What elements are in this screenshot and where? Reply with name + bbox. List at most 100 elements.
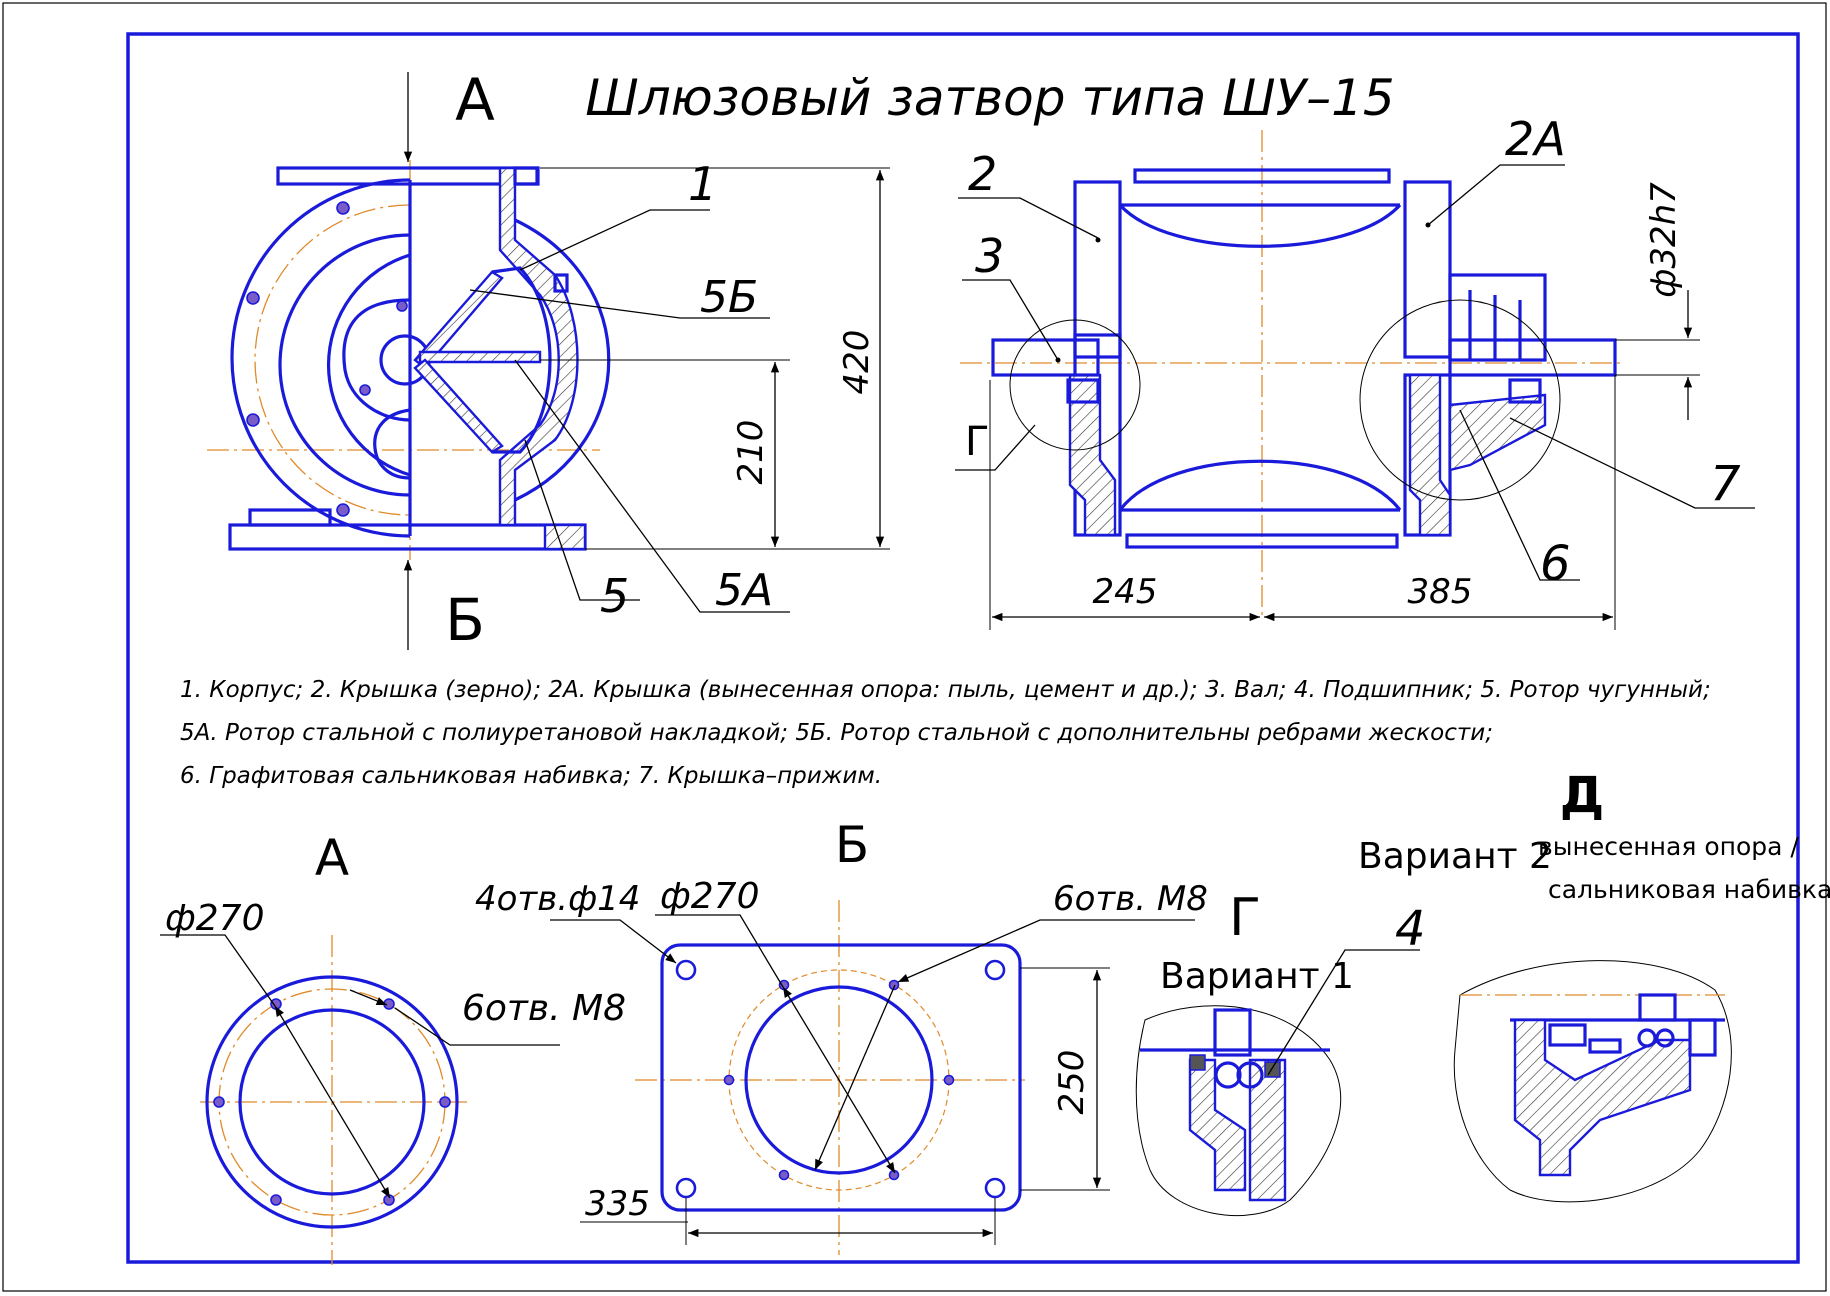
view-label-a-top: А [455,66,495,134]
callout-4: 4 [1395,901,1426,957]
dim-phi32h7: ф32h7 [1644,182,1684,298]
view-a-bolt [213,1096,225,1108]
detail-g-hatched-right [1248,1058,1287,1202]
leader-3-dot [1055,357,1061,363]
front-bolt [396,300,408,312]
front-bolt [246,291,260,305]
side-left-cover [1073,180,1122,359]
view-b-corner-hole [675,959,697,981]
view-b-corner-hole [675,1177,697,1199]
detail-d-hatched [1513,1018,1692,1177]
detail-circle-g [1009,319,1141,451]
d-note-line-1: вынесенная опора / [1538,832,1799,861]
detail-d-bearing-ball [1655,1028,1675,1048]
leader-1 [519,209,710,271]
callout-3: 3 [975,229,1004,283]
view-label-a-bottom: А [315,829,349,887]
front-hatched-wall [498,166,579,527]
detail-d-bolt [1588,1038,1622,1054]
leader-phi270-b [655,914,784,988]
rotor-plate [553,273,569,293]
view-b: Б ф270 4отв.ф14 6отв. М8 250 335 [475,816,1208,1255]
front-bottom-lug [543,523,587,551]
leader-5 [524,439,640,601]
detail-g-outline [1135,1005,1341,1217]
variant-1: Вариант 1 [1160,956,1354,997]
callout-1: 1 [688,157,717,211]
holes-a: 6отв. М8 [462,988,626,1029]
leader-4 [1267,949,1420,1076]
front-bolt [359,384,371,396]
dim-line-phi270-a [274,1005,391,1199]
side-bottom-curve [1118,459,1402,511]
front-bolt [246,413,260,427]
view-a: А ф270 6отв. М8 [160,829,626,1265]
callout-5a: 5А [715,565,773,616]
view-b-bolt [943,1074,955,1086]
detail-d-bearing-ball [1637,1028,1657,1048]
callout-5b: 5Б [700,272,758,323]
side-top-flange [1133,168,1391,184]
side-right-hatched [1408,373,1452,537]
leader-2a [1427,164,1565,226]
detail-g-bearing-ball [1214,1061,1242,1089]
callout-7: 7 [1710,456,1741,512]
leader-3 [962,279,1059,361]
callout-2a: 2А [1505,112,1566,166]
side-top-curve [1118,203,1402,248]
view-label-b-top: Б [445,586,485,654]
dim-250: 250 [1052,1050,1092,1115]
front-lower-lobe [373,408,411,480]
dim-210: 210 [731,420,771,485]
view-b-bolt [778,1169,790,1181]
side-section-view: ф32h7 245 385 2 2А 3 Г 7 6 [955,112,1755,630]
arrow-holes-a [349,989,388,1006]
detail-d: Д Вариант 2 вынесенная опора / сальников… [1358,766,1830,1203]
leader-holes-b-m8 [897,919,1195,983]
holes-b-14: 4отв.ф14 [475,879,640,919]
detail-g: Г Вариант 1 4 [1135,888,1426,1217]
view-b-plate [660,943,1022,1212]
dim-line-bore-b [814,984,896,1171]
side-right-bearing [1508,378,1542,404]
leader-holes-14 [550,919,677,964]
detail-g-bearing-ball [1236,1061,1264,1089]
view-a-bolt [270,1194,282,1206]
drawing-title: Шлюзовый затвор типа ШУ–15 [585,69,1394,127]
leader-6 [1459,409,1580,581]
dim-245: 245 [1093,572,1158,612]
leader-phi270-a [160,934,276,1007]
side-left-bearing [1066,378,1100,404]
front-view: А Б 420 210 1 5Б 5 5А [207,66,890,654]
section-label-g: Г [965,419,989,465]
side-right-cover [1403,180,1452,359]
side-right-support [1448,273,1547,362]
view-b-corner-hole [984,959,1006,981]
front-rotor-bore [327,253,411,477]
rotor-blade-lower [413,358,504,454]
leader-5b [469,289,770,319]
d-note-line-2: сальниковая набивка [1548,875,1830,904]
detail-d-outline [1453,960,1732,1203]
legend-line-2: 5А. Ротор стальной с полиуретановой накл… [180,720,1493,746]
leader-holes-a [394,1007,560,1046]
dim-385: 385 [1408,572,1473,612]
detail-label-g: Г [1229,888,1261,948]
leader-7 [1509,417,1755,509]
dim-335: 335 [585,1184,650,1224]
detail-circle-d [1359,299,1561,501]
dim-phi270-a: ф270 [165,898,265,939]
dim-420: 420 [837,330,877,395]
leader-2a-dot [1425,222,1431,228]
detail-g-seal [1189,1054,1206,1071]
front-top-lug [513,166,539,186]
side-bottom-flange [1125,533,1399,549]
rotor-blade-middle [418,350,542,364]
callout-5: 5 [600,569,629,623]
view-a-bolt [439,1096,451,1108]
view-label-b-bottom: Б [835,816,869,874]
front-bolt [336,201,350,215]
legend-line-3: 6. Графитовая сальниковая набивка; 7. Кр… [180,763,882,789]
